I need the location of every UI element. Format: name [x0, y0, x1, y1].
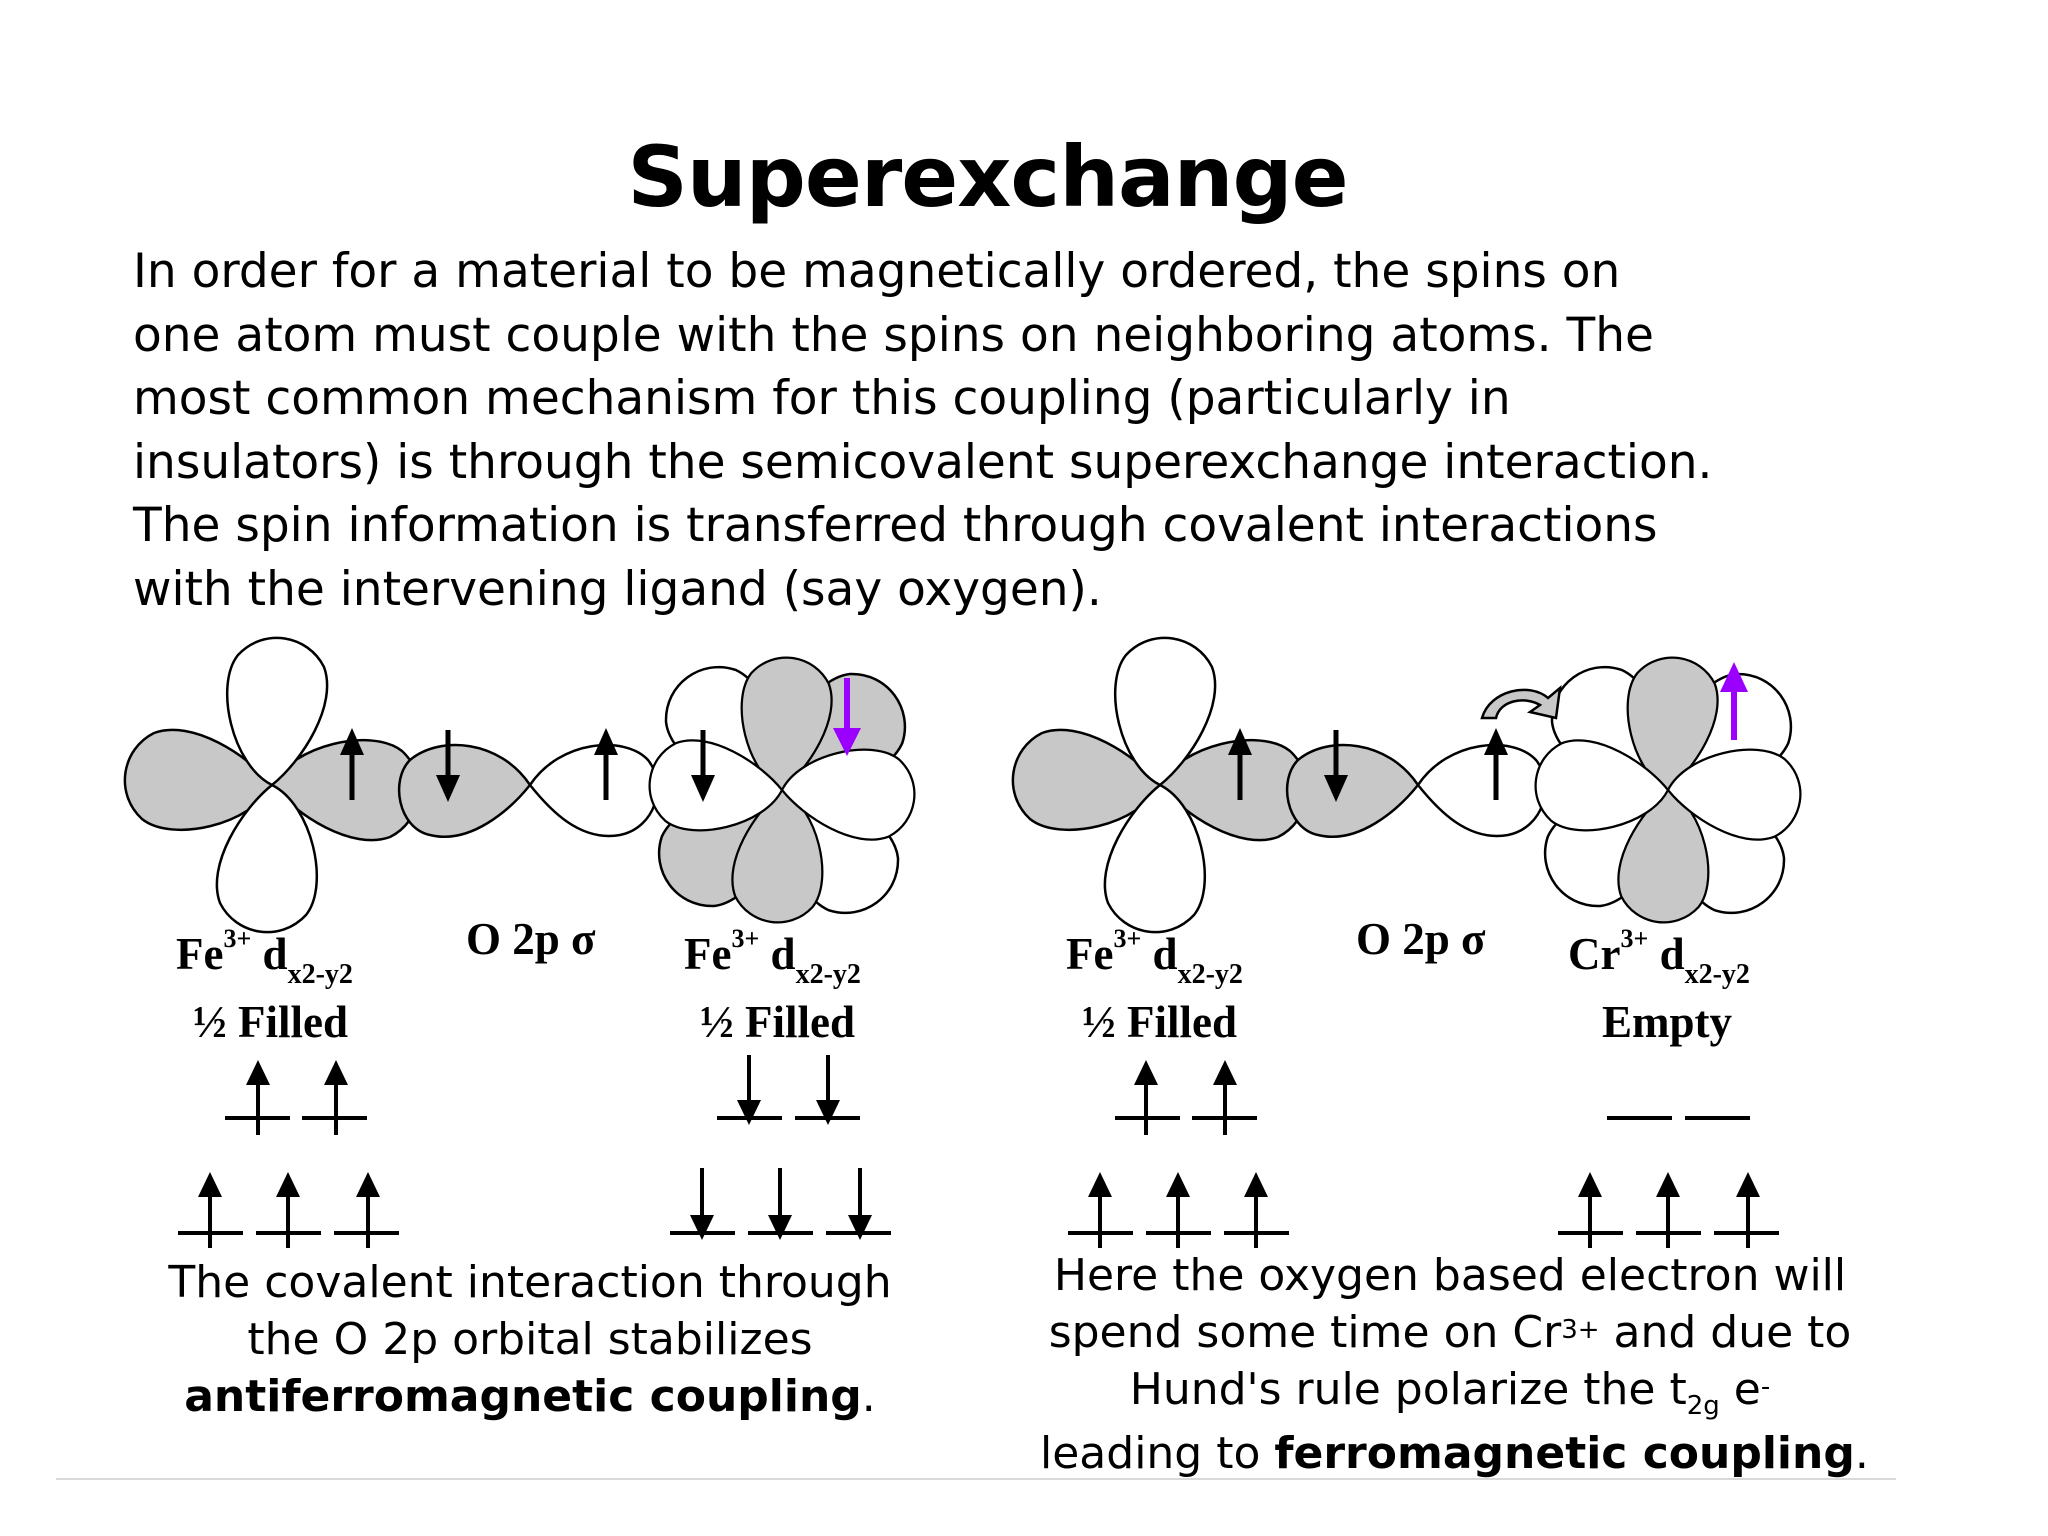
- caption-emphasis: antiferromagnetic coupling: [184, 1371, 862, 1422]
- caption-line: leading to ferromagnetic coupling.: [1040, 1425, 1869, 1482]
- orbital-symbol: d: [1152, 929, 1178, 979]
- caption-text: e: [1719, 1364, 1761, 1415]
- right-metal1-fill: ½ Filled: [1082, 997, 1237, 1047]
- intro-paragraph: In order for a material to be magnetical…: [133, 240, 1913, 621]
- right-spin-arrows: [1228, 728, 1508, 802]
- caption-line: The covalent interaction through: [168, 1257, 892, 1308]
- left-polarized-spin-arrow: [833, 678, 861, 756]
- right-polarized-spin-arrow: [1720, 662, 1748, 740]
- right-hop-curve: [1480, 684, 1562, 720]
- orbital-subscript: x2-y2: [795, 959, 861, 990]
- left-spin-arrows: [340, 728, 715, 802]
- orbital-subscript: x2-y2: [1177, 959, 1243, 990]
- left-fe-d-orbital: [123, 636, 421, 934]
- left-metal1-label: Fe3+ dx2-y2: [176, 924, 353, 990]
- caption-sup: 3+: [1561, 1315, 1600, 1345]
- caption-sub: 2g: [1686, 1391, 1720, 1421]
- caption-text: leading to: [1040, 1428, 1275, 1479]
- ion-charge: 3+: [223, 924, 252, 953]
- caption-line: spend some time on Cr3+ and due to: [1040, 1304, 1860, 1361]
- left-fe1-eg-levels: [225, 1060, 367, 1135]
- page-title: Superexchange: [627, 128, 1348, 226]
- orbital-symbol: d: [770, 929, 796, 979]
- caption-line: Hund's rule polarize the t2g e-: [1040, 1361, 1860, 1425]
- right-cr-t2g-levels: [1558, 1172, 1779, 1248]
- orbital-subscript: x2-y2: [1684, 959, 1750, 990]
- intro-line: The spin information is transferred thro…: [133, 498, 1658, 553]
- ion-symbol: Fe: [1066, 929, 1114, 979]
- caption-emphasis: ferromagnetic coupling: [1274, 1428, 1855, 1479]
- left-ligand-label: O 2p σ: [466, 914, 596, 964]
- caption-line: antiferromagnetic coupling.: [120, 1368, 940, 1425]
- left-fe2-t2g-levels: [670, 1168, 891, 1240]
- right-metal2-fill: Empty: [1602, 997, 1733, 1047]
- right-cr-d-orbital: [1523, 645, 1813, 935]
- right-fe-d-orbital: [1011, 636, 1309, 934]
- left-fe2-eg-levels: [717, 1055, 860, 1125]
- ion-symbol: Fe: [684, 929, 732, 979]
- ion-charge: 3+: [1113, 924, 1142, 953]
- left-fe1-t2g-levels: [178, 1172, 399, 1248]
- right-metal1-label: Fe3+ dx2-y2: [1066, 924, 1243, 990]
- ion-charge: 3+: [731, 924, 760, 953]
- caption-text: Hund's rule polarize the t: [1129, 1364, 1687, 1415]
- intro-line: In order for a material to be magnetical…: [133, 244, 1621, 299]
- left-fe-d-orbital-2: [637, 645, 927, 935]
- left-metal1-fill: ½ Filled: [193, 997, 348, 1047]
- right-caption: Here the oxygen based electron will spen…: [1040, 1247, 1869, 1482]
- bottom-divider: [56, 1478, 1896, 1480]
- right-fe-t2g-levels: [1068, 1172, 1289, 1248]
- orbital-symbol: d: [1659, 929, 1685, 979]
- caption-punct: .: [861, 1371, 876, 1422]
- left-caption: The covalent interaction through the O 2…: [120, 1254, 940, 1425]
- orbital-subscript: x2-y2: [287, 959, 353, 990]
- caption-punct: .: [1854, 1428, 1869, 1479]
- caption-line: the O 2p orbital stabilizes: [247, 1314, 813, 1365]
- ion-symbol: Cr: [1568, 929, 1621, 979]
- orbital-symbol: d: [262, 929, 288, 979]
- caption-sup: -: [1760, 1372, 1771, 1402]
- right-ligand-label: O 2p σ: [1356, 914, 1486, 964]
- left-metal2-fill: ½ Filled: [700, 997, 855, 1047]
- caption-line: Here the oxygen based electron will: [1053, 1250, 1847, 1301]
- intro-line: with the intervening ligand (say oxygen)…: [133, 561, 1102, 617]
- right-metal2-label: Cr3+ dx2-y2: [1568, 924, 1750, 990]
- right-o-2p-orbital: [1285, 743, 1547, 838]
- intro-line: most common mechanism for this coupling …: [133, 371, 1511, 426]
- ion-charge: 3+: [1620, 924, 1649, 953]
- intro-line: insulators) is through the semicovalent …: [133, 434, 1713, 490]
- left-metal2-label: Fe3+ dx2-y2: [684, 924, 861, 990]
- caption-text: spend some time on Cr: [1048, 1307, 1562, 1358]
- ion-symbol: Fe: [176, 929, 224, 979]
- caption-text: and due to: [1599, 1307, 1852, 1358]
- left-o-2p-orbital: [397, 743, 659, 838]
- right-fe-eg-levels: [1115, 1060, 1257, 1135]
- intro-line: one atom must couple with the spins on n…: [133, 307, 1654, 363]
